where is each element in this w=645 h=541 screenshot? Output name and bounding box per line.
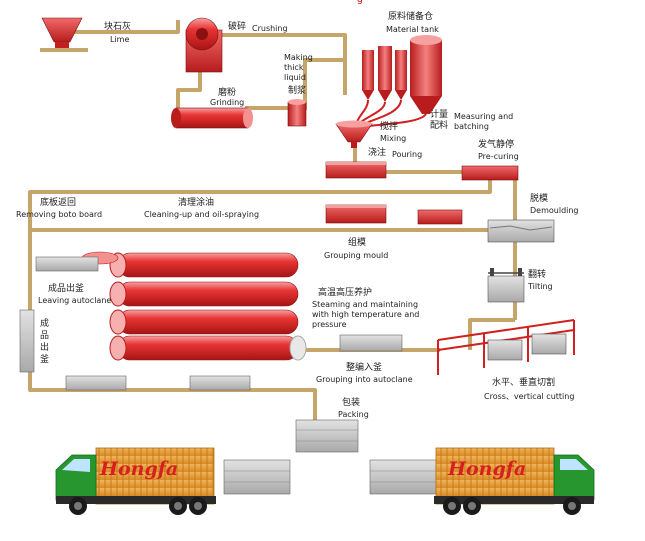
packing-label-zh: 包装 <box>342 398 361 408</box>
cut-blocks <box>487 333 567 361</box>
board-return-label-en: Removing boto board <box>16 210 103 219</box>
crushing-label-en: Crushing <box>252 24 288 33</box>
lime-hopper <box>40 17 88 52</box>
grinding-label-zh: 磨粉 <box>218 88 237 98</box>
pouring-label-en: Pouring <box>392 150 423 159</box>
cleaning-label-en: Cleaning-up and oil-spraying <box>144 210 260 219</box>
precuring-label-en: Pre-curing <box>478 152 519 161</box>
grouping-mould-label-zh: 组模 <box>348 238 367 248</box>
truck-left <box>55 447 216 515</box>
lime-label-en: Lime <box>110 35 130 44</box>
moulds <box>325 161 519 225</box>
block-stacks <box>19 256 437 495</box>
board-return-label-zh: 底板返回 <box>40 198 77 208</box>
tilting-label-en: Tilting <box>528 282 553 291</box>
material-tank-label-en: Material tank <box>386 25 439 34</box>
pouring-label-zh: 浇注 <box>368 148 387 158</box>
demoulding-label-zh: 脱模 <box>530 194 549 204</box>
tilting-label-zh: 翻转 <box>528 270 547 280</box>
block-stack-lines <box>224 429 436 483</box>
grinding-mill <box>171 107 253 129</box>
crusher-machine <box>185 17 223 73</box>
making-liquid-label-en: Making thick liquid <box>284 53 313 82</box>
grouping-into-label-zh: 整编入釜 <box>346 363 383 373</box>
cutting-label-zh: 水平、垂直切割 <box>492 378 556 388</box>
measuring-label-en: Measuring and batching <box>454 112 514 131</box>
crushing-label-zh: 破碎 <box>228 22 247 32</box>
tilting-block <box>487 268 525 303</box>
grouping-mould-label-en: Grouping mould <box>324 251 389 260</box>
material-tank-label-zh: 原料储备仓 <box>388 12 434 22</box>
grouping-into-label-en: Grouping into autoclane <box>316 375 413 384</box>
demoulding-label-en: Demoulding <box>530 206 579 215</box>
header-fragment: g <box>357 0 363 5</box>
mixing-label-zh: 搅拌 <box>380 122 399 132</box>
cleaning-label-zh: 清理涂油 <box>178 198 215 208</box>
truck-right <box>434 447 595 515</box>
mixer <box>335 120 373 148</box>
leaving-vertical-label: 成品出釜 <box>40 319 50 365</box>
lime-label-zh: 块石灰 <box>104 22 132 32</box>
truck-right-brand: Hongfa <box>448 458 527 480</box>
packing-label-en: Packing <box>338 410 369 419</box>
autoclaves <box>81 251 307 361</box>
truck-left-brand: Hongfa <box>100 458 179 480</box>
cutting-label-en: Cross、vertical cutting <box>484 392 575 401</box>
mixing-label-en: Mixing <box>380 134 407 143</box>
steaming-label-en: Steaming and maintaining with high tempe… <box>312 300 420 329</box>
grinding-label-en: Grinding <box>210 98 245 107</box>
slurry-tank <box>287 99 307 127</box>
making-liquid-label-zh: 制浆 <box>288 86 307 96</box>
leaving-label-zh: 成品出釜 <box>48 284 85 294</box>
demoulding-block <box>487 219 555 243</box>
measuring-label-zh: 计量配料 <box>430 110 449 131</box>
precuring-label-zh: 发气静停 <box>478 140 515 150</box>
material-tanks <box>355 35 442 128</box>
steaming-label-zh: 高温高压养护 <box>318 288 373 298</box>
leaving-label-en: Leaving autoclane <box>38 296 112 305</box>
